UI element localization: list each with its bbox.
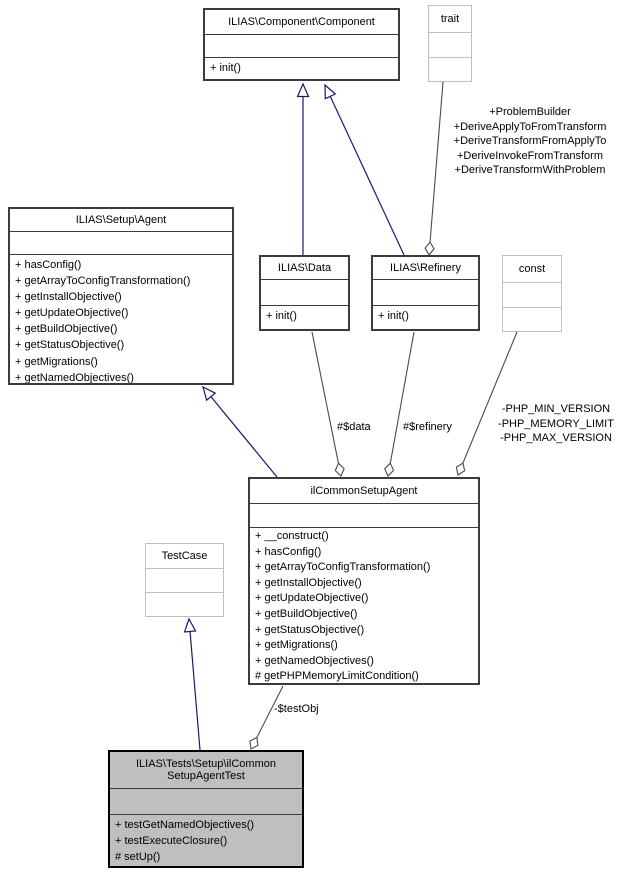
methods-compartment	[146, 592, 223, 616]
attributes-compartment	[205, 34, 398, 57]
methods-compartment: + __construct() + hasConfig() + getArray…	[250, 527, 478, 683]
edge-member-data	[311, 331, 345, 477]
edge-inherit-test-testcase	[183, 617, 201, 751]
class-title: ILIAS\Refinery	[390, 262, 461, 274]
edge-inherit-common-setup-agent-agent	[202, 385, 278, 478]
method-entry: + getInstallObjective()	[15, 291, 122, 304]
class-title: ilCommonSetupAgent	[310, 485, 418, 497]
class-title: ILIAS\Data	[277, 262, 332, 274]
class-box-data[interactable]: ILIAS\Data + init()	[259, 255, 350, 331]
class-box-testcase: TestCase	[145, 543, 224, 617]
class-box-component[interactable]: ILIAS\Component\Component + init()	[203, 8, 400, 81]
class-title: TestCase	[161, 550, 208, 562]
class-title: trait	[440, 13, 460, 25]
methods-compartment: + init()	[373, 305, 478, 329]
attributes-compartment	[250, 503, 478, 527]
method-entry: + hasConfig()	[255, 545, 322, 558]
method-entry: + getStatusObjective()	[15, 339, 125, 352]
methods-compartment: + init()	[205, 57, 398, 79]
attributes-compartment	[373, 279, 478, 305]
method-entry: + getMigrations()	[255, 639, 338, 652]
method-entry: + getStatusObjective()	[255, 623, 365, 636]
class-title: ILIAS\Component\Component	[228, 16, 375, 28]
method-entry: + getBuildObjective()	[15, 323, 118, 336]
edge-inherit-refinery-component	[324, 83, 405, 256]
method-entry: + getNamedObjectives()	[255, 654, 374, 667]
method-entry: + init()	[266, 310, 297, 322]
class-title: ILIAS\Tests\Setup\ilCommon SetupAgentTes…	[135, 758, 276, 782]
methods-compartment	[429, 57, 471, 81]
edge-member-testobj	[249, 685, 284, 750]
attributes-compartment	[146, 568, 223, 592]
methods-compartment: + testGetNamedObjectives() + testExecute…	[110, 814, 302, 866]
attributes-compartment	[110, 788, 302, 814]
method-entry: + getMigrations()	[15, 355, 98, 368]
attributes-compartment	[503, 282, 561, 307]
edge-label-trait-usage: +ProblemBuilder +DeriveApplyToFromTransf…	[453, 106, 607, 177]
edge-member-refinery	[384, 331, 415, 477]
method-entry: + testGetNamedObjectives()	[115, 819, 255, 831]
class-box-test: ILIAS\Tests\Setup\ilCommon SetupAgentTes…	[108, 750, 304, 868]
method-entry: + getUpdateObjective()	[15, 307, 129, 320]
class-box-trait: trait	[428, 5, 472, 82]
attributes-compartment	[429, 32, 471, 57]
method-entry: + __construct()	[255, 530, 329, 542]
class-title: ILIAS\Setup\Agent	[75, 214, 167, 226]
method-entry: + getInstallObjective()	[255, 576, 362, 589]
attributes-compartment	[261, 279, 348, 305]
method-entry: + getArrayToConfigTransformation()	[15, 275, 191, 288]
class-box-refinery[interactable]: ILIAS\Refinery + init()	[371, 255, 480, 331]
edge-label-data-member: #$data	[337, 421, 371, 433]
method-entry: # setUp()	[115, 851, 161, 863]
methods-compartment: + hasConfig() + getArrayToConfigTransfor…	[10, 254, 232, 383]
edge-label-const-members: -PHP_MIN_VERSION -PHP_MEMORY_LIMIT -PHP_…	[498, 403, 614, 445]
attributes-compartment	[10, 231, 232, 254]
method-entry: + getNamedObjectives()	[15, 371, 134, 383]
method-entry: + getUpdateObjective()	[255, 592, 369, 605]
class-title: const	[518, 263, 546, 275]
class-box-agent[interactable]: ILIAS\Setup\Agent + hasConfig() + getArr…	[8, 207, 234, 385]
method-entry: + testExecuteClosure()	[115, 835, 228, 847]
class-box-common-setup-agent[interactable]: ilCommonSetupAgent + __construct() + has…	[248, 477, 480, 685]
edge-label-refinery-member: #$refinery	[403, 421, 452, 433]
method-entry: # getPHPMemoryLimitCondition()	[255, 670, 419, 683]
edge-label-test-member: -$testObj	[274, 703, 319, 715]
method-entry: + getBuildObjective()	[255, 607, 358, 620]
method-entry: + init()	[378, 310, 409, 322]
methods-compartment	[503, 307, 561, 331]
method-entry: + getArrayToConfigTransformation()	[255, 561, 431, 574]
method-entry: + init()	[210, 62, 241, 74]
class-box-const: const	[502, 255, 562, 332]
methods-compartment: + init()	[261, 305, 348, 329]
method-entry: + hasConfig()	[15, 259, 82, 271]
